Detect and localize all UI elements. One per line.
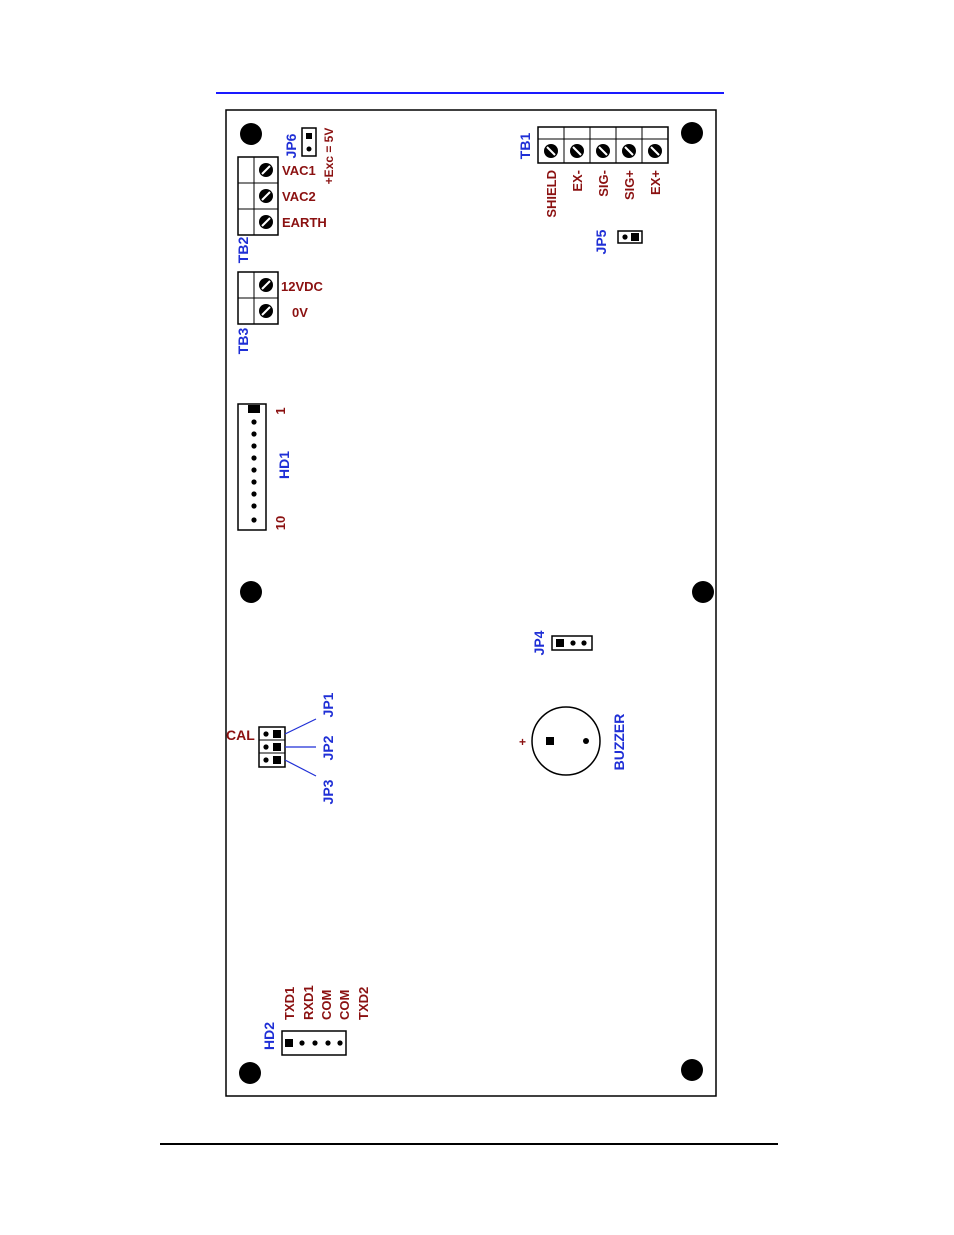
- tb1-terminal-block: [538, 127, 668, 163]
- tb1-terminal-ex-plus: EX+: [648, 170, 663, 195]
- hd1-label: HD1: [276, 451, 292, 479]
- hd2-header: [282, 1031, 346, 1055]
- tb2-terminal-vac2: VAC2: [282, 189, 316, 204]
- jp5-jumper: [618, 231, 642, 243]
- jp5-label: JP5: [593, 229, 609, 254]
- hd2-pin-rxd1: RXD1: [301, 985, 316, 1020]
- cal-label: CAL: [226, 727, 255, 743]
- mounting-hole-top-right: [681, 122, 703, 144]
- tb1-terminal-sig-minus: SIG-: [596, 170, 611, 197]
- hd1-pin-1: 1: [273, 407, 288, 414]
- buzzer: [532, 707, 600, 775]
- hd2-pin-txd1: TXD1: [282, 987, 297, 1020]
- tb3-terminal-block: [238, 272, 278, 324]
- tb1-terminal-sig-plus: SIG+: [622, 170, 637, 200]
- jp6-jumper: [302, 128, 316, 156]
- hd2-pin-txd2: TXD2: [356, 987, 371, 1020]
- cal-jumper-block: [259, 719, 316, 776]
- board-outline: [226, 110, 716, 1096]
- hd2-pin-com-1: COM: [319, 990, 334, 1020]
- hd1-pin-10: 10: [273, 516, 288, 530]
- jp3-label: JP3: [320, 779, 336, 804]
- jp6-label: JP6: [283, 133, 299, 158]
- tb2-terminal-vac1: VAC1: [282, 163, 316, 178]
- jp2-label: JP2: [320, 735, 336, 760]
- tb2-label: TB2: [235, 237, 251, 264]
- mounting-hole-bottom-right: [681, 1059, 703, 1081]
- tb3-terminal-12vdc: 12VDC: [281, 279, 324, 294]
- buzzer-label: BUZZER: [611, 714, 627, 771]
- jp4-jumper: [552, 636, 592, 650]
- mounting-hole-mid-right: [692, 581, 714, 603]
- hd2-pin-com-2: COM: [337, 990, 352, 1020]
- jp6-note: +Exc = 5V: [322, 128, 336, 185]
- hd1-header: [238, 404, 266, 530]
- mounting-hole-bottom-left: [239, 1062, 261, 1084]
- buzzer-polarity: +: [519, 735, 526, 749]
- mounting-hole-mid-left: [240, 581, 262, 603]
- jp4-label: JP4: [531, 630, 547, 655]
- tb2-terminal-block: [238, 157, 278, 235]
- tb1-label: TB1: [517, 133, 533, 160]
- mounting-hole-top-left: [240, 123, 262, 145]
- tb1-terminal-shield: SHIELD: [544, 170, 559, 218]
- jp1-label: JP1: [320, 692, 336, 717]
- hd2-label: HD2: [261, 1022, 277, 1050]
- tb1-terminal-ex-minus: EX-: [570, 170, 585, 192]
- tb3-terminal-0v: 0V: [292, 305, 308, 320]
- tb3-label: TB3: [235, 328, 251, 355]
- tb2-terminal-earth: EARTH: [282, 215, 327, 230]
